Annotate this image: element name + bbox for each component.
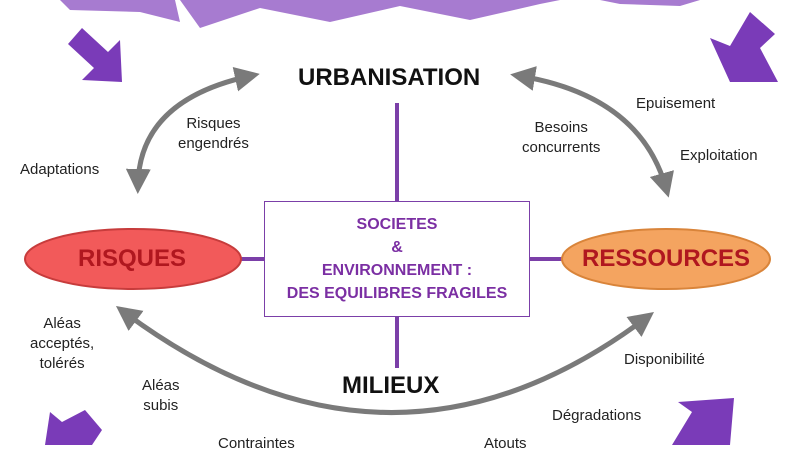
label-aleas-acceptes-line2: acceptés,: [30, 335, 95, 352]
top-star-shape: [180, 0, 560, 28]
center-line-1: SOCIETES: [356, 216, 438, 233]
ressources-ellipse: [561, 228, 771, 290]
label-aleas-acceptes: Aléas acceptés, tolérés: [30, 314, 94, 374]
bottom-left-arrow-icon: [45, 410, 102, 445]
top-left-arrow-icon: [68, 28, 122, 82]
label-aleas-acceptes-line3: tolérés: [39, 355, 85, 372]
bottom-right-arrow-icon: [672, 398, 734, 445]
label-atouts: Atouts: [484, 435, 527, 452]
label-adaptations: Adaptations: [20, 161, 100, 178]
node-milieux: MILIEUX: [342, 372, 440, 399]
label-aleas-subis-line1: Aléas: [142, 377, 180, 394]
center-box: SOCIETES & ENVIRONNEMENT : DES EQUILIBRE…: [264, 201, 530, 317]
top-right-arrow-icon: [710, 12, 778, 82]
center-line-3: ENVIRONNEMENT :: [321, 262, 473, 279]
top-right-banner-shape: [600, 0, 700, 6]
label-aleas-subis-line2: subis: [143, 397, 179, 414]
center-line-2: &: [391, 239, 403, 256]
label-risques-engendres: Risques engendrés: [178, 114, 249, 154]
arrow-urbanisation-ressources: [510, 66, 674, 198]
arrow-risques-ressources-bottom: [115, 306, 655, 415]
node-risques: RISQUES: [78, 245, 187, 272]
risques-ellipse: [24, 228, 242, 290]
label-degradations: Dégradations: [552, 407, 642, 424]
label-exploitation: Exploitation: [680, 147, 758, 164]
label-aleas-subis: Aléas subis: [142, 376, 180, 416]
label-besoins-line1: Besoins: [534, 119, 588, 136]
label-besoins-line2: concurrents: [522, 139, 601, 156]
label-besoins-concurrents: Besoins concurrents: [522, 118, 600, 158]
label-disponibilite: Disponibilité: [624, 351, 705, 368]
label-risques-engendres-line1: Risques: [186, 115, 241, 132]
center-line-4: DES EQUILIBRES FRAGILES: [286, 285, 508, 302]
arrow-urbanisation-risques: [125, 66, 260, 194]
label-epuisement: Epuisement: [636, 95, 716, 112]
top-banner-shape: [60, 0, 180, 22]
label-contraintes: Contraintes: [218, 435, 295, 452]
label-risques-engendres-line2: engendrés: [178, 135, 249, 152]
node-urbanisation: URBANISATION: [298, 64, 481, 91]
node-ressources: RESSOURCES: [582, 245, 751, 272]
label-aleas-acceptes-line1: Aléas: [43, 315, 81, 332]
